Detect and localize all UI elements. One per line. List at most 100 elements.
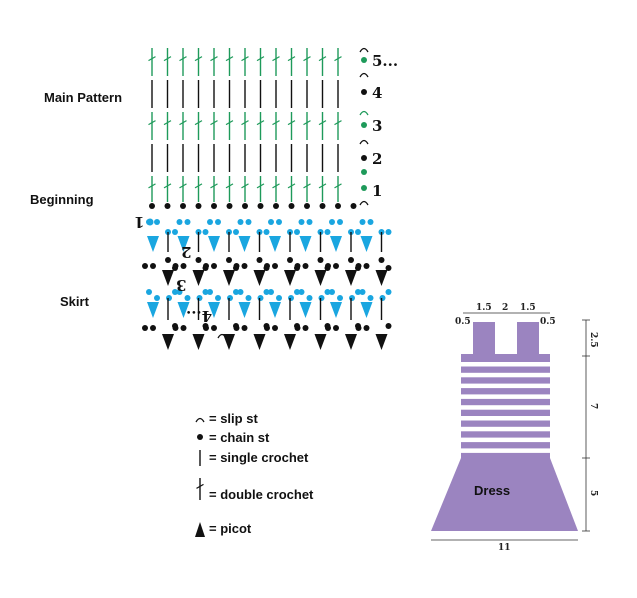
chain-st-mark (361, 122, 367, 128)
beginning-chain-st (164, 203, 171, 209)
skirt-chain-st (256, 257, 263, 263)
skirt-chain-st (348, 257, 354, 263)
skirt-chain-st (302, 325, 309, 331)
dress-skirt (431, 458, 578, 531)
dress-stripe (461, 362, 550, 367)
skirt-picot-stitch (238, 236, 251, 252)
dress-dim-top-3: 1.5 (520, 303, 536, 313)
skirt-chain-st (363, 263, 370, 269)
skirt-chain-st (215, 295, 221, 301)
skirt-picot-stitch (208, 302, 220, 318)
dress-label: Dress (474, 483, 511, 498)
skirt-picot-stitch (284, 334, 296, 350)
skirt-chain-st (166, 295, 172, 301)
skirt-chain-st (385, 265, 392, 271)
legend-slip-st: = slip st (209, 411, 258, 426)
double-crochet-stitch-bar (163, 56, 172, 62)
skirt-chain-st (172, 229, 178, 235)
skirt-chain-st (272, 325, 278, 331)
skirt-chain-st (196, 295, 203, 301)
double-crochet-stitch-bar (334, 56, 342, 62)
skirt-chain-st (329, 219, 335, 225)
skirt-chain-st (233, 263, 240, 269)
skirt-row-number-2: 2 (181, 243, 192, 261)
skirt-picot-stitch (314, 334, 327, 350)
dress-dim-top-2: 2 (502, 303, 509, 313)
double-crochet-stitch-bar (210, 183, 218, 189)
skirt-chain-st (355, 229, 361, 235)
skirt-chain-st (263, 229, 270, 235)
dress-stripe (461, 448, 550, 453)
legend-single-crochet: = single crochet (209, 450, 309, 465)
skirt-chain-st (241, 263, 248, 269)
main-pattern-label: Main Pattern (44, 90, 123, 105)
skirt-chain-st (288, 295, 294, 301)
double-crochet-stitch-bar (334, 183, 342, 189)
skirt-chain-st (337, 295, 343, 301)
double-crochet-stitch-bar (256, 183, 265, 189)
skirt-picot-stitch (253, 334, 266, 350)
chain-st-icon (197, 434, 203, 440)
beginning-chain-st (226, 203, 233, 209)
skirt-picot-stitch (238, 302, 251, 318)
skirt-row-number-3: 3 (176, 276, 187, 294)
legend-double-crochet: = double crochet (209, 487, 314, 502)
double-crochet-stitch-bar (179, 120, 187, 126)
double-crochet-stitch-bar (241, 56, 249, 62)
slip-st-mark (217, 333, 227, 339)
skirt-chain-st (264, 325, 270, 331)
chain-st-mark (361, 57, 367, 63)
row-number-2: 2 (372, 150, 383, 168)
double-crochet-stitch-bar (241, 183, 249, 189)
skirt-chain-st (172, 289, 178, 295)
slip-st-mark (359, 200, 369, 206)
double-crochet-stitch-bar (225, 120, 234, 126)
picot-icon (195, 522, 205, 537)
double-crochet-stitch-bar (287, 56, 296, 62)
dress-dim-top-1: 1.5 (476, 303, 492, 313)
skirt-chain-st (227, 295, 233, 301)
skirt-chain-st (298, 289, 305, 295)
skirt-chain-st (257, 295, 264, 301)
skirt-picot-stitch (208, 236, 220, 252)
double-crochet-stitch-bar (272, 56, 280, 62)
skirt-chain-st (176, 289, 183, 295)
skirt-picot-stitch (192, 270, 205, 286)
skirt-chain-st (359, 219, 366, 225)
skirt-picot-stitch (223, 270, 235, 286)
skirt-chain-st (207, 289, 213, 295)
beginning-chain-st (195, 203, 202, 209)
skirt-row-number-4: 4... (186, 307, 213, 325)
skirt-picot-stitch (177, 236, 190, 252)
skirt-picot-stitch (375, 270, 388, 286)
skirt-chain-st (359, 289, 366, 295)
skirt-chain-st (146, 289, 152, 295)
chain-st-mark (361, 185, 367, 191)
double-crochet-stitch-bar (318, 56, 327, 62)
skirt-chain-st (176, 219, 183, 225)
dress-stripe (461, 394, 550, 399)
skirt-chain-st (211, 263, 217, 269)
skirt-chain-st (355, 263, 362, 269)
skirt-chain-st (165, 257, 171, 263)
skirt-chain-st (195, 257, 202, 263)
double-crochet-stitch-bar (194, 120, 203, 126)
skirt-chain-st (180, 263, 187, 269)
skirt-picot-stitch (253, 270, 266, 286)
double-crochet-stitch-bar (148, 120, 156, 126)
skirt-chain-st (329, 289, 335, 295)
skirt-chain-st (203, 325, 209, 331)
double-crochet-stitch-bar (179, 183, 187, 189)
skirt-chain-st (211, 325, 217, 331)
skirt-chain-st (355, 289, 361, 295)
double-crochet-stitch-bar (287, 183, 296, 189)
legend-picot: = picot (209, 521, 252, 536)
skirt-picot-stitch (269, 302, 281, 318)
double-crochet-stitch-bar (318, 183, 327, 189)
skirt-picot-stitch (345, 334, 357, 350)
double-crochet-stitch-bar (256, 120, 265, 126)
dress-dim-right-2: 7 (588, 403, 598, 410)
skirt-chain-st (226, 257, 232, 263)
beginning-chain-st (350, 203, 357, 209)
dress-right-strap (517, 322, 539, 354)
